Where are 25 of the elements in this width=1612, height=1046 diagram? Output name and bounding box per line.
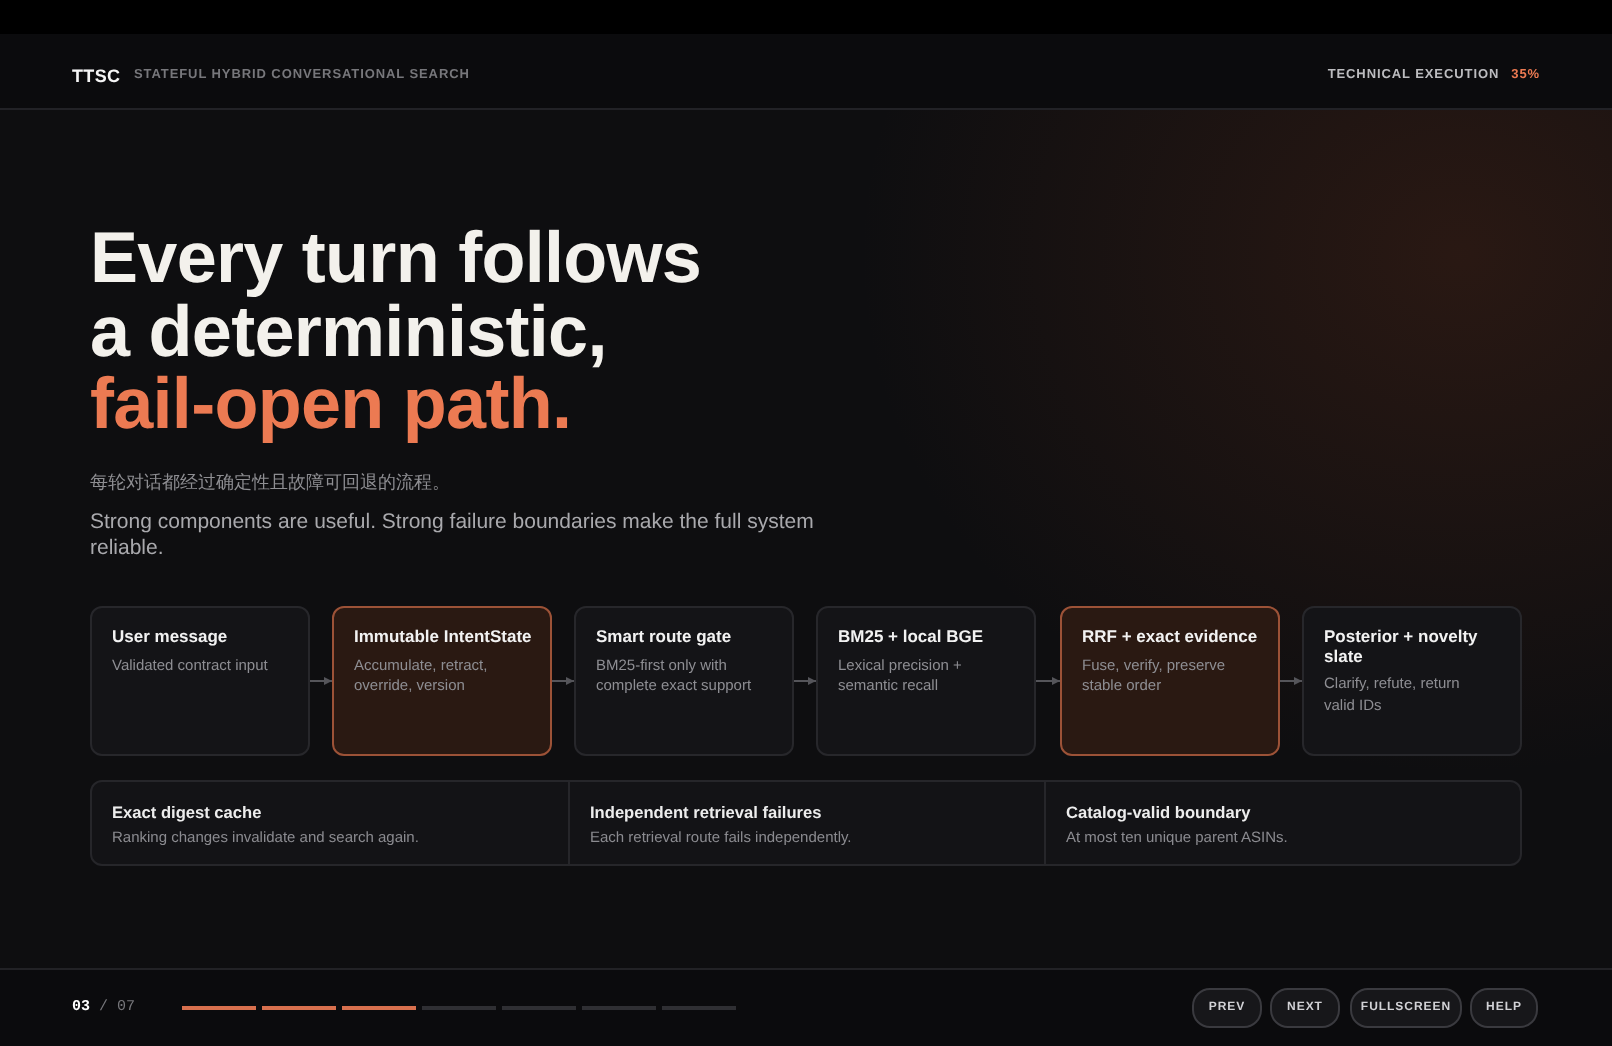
step-title: User message bbox=[112, 628, 230, 648]
section-heading: Independent retrieval failures bbox=[590, 802, 824, 822]
step-card bbox=[1302, 606, 1522, 756]
summary-panel bbox=[90, 780, 1522, 866]
step-title: RRF + exact evidence bbox=[1082, 628, 1260, 648]
step-title: Posterior + novelty slate bbox=[1324, 628, 1480, 667]
header-title: TTSC bbox=[72, 64, 121, 88]
section-heading: Catalog-valid boundary bbox=[1066, 802, 1253, 822]
arrow bbox=[793, 677, 817, 685]
step-card bbox=[90, 606, 310, 756]
section-heading: Exact digest cache bbox=[112, 802, 264, 822]
arrow bbox=[1035, 677, 1061, 685]
step-card bbox=[574, 606, 794, 756]
step-card bbox=[1060, 606, 1280, 756]
step-title: Smart route gate bbox=[596, 628, 734, 648]
step-card bbox=[816, 606, 1036, 756]
step-title: BM25 + local BGE bbox=[838, 628, 986, 648]
step-card bbox=[332, 606, 552, 756]
arrow bbox=[309, 677, 333, 685]
step-title: Immutable IntentState bbox=[354, 628, 534, 648]
arrow bbox=[551, 677, 575, 685]
arrow bbox=[1279, 677, 1303, 685]
slide-title: Every turn follows a deterministic, fail-open path. bbox=[90, 222, 704, 441]
subtitle: 每轮对话都经过确定性且故障可回退的流程。 bbox=[90, 470, 450, 494]
lead-paragraph: Strong components are useful. Strong failure boundaries make the full system reliable. bbox=[90, 509, 816, 564]
